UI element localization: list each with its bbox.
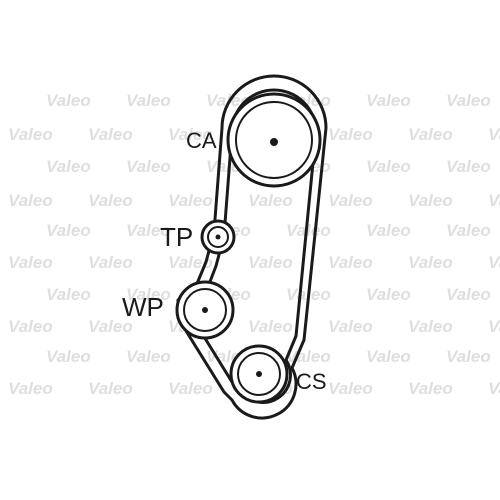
watermark-text: Valeo [408,253,453,272]
watermark-text: Valeo [126,91,171,110]
watermark-text: Valeo [446,91,491,110]
watermark-text: Valeo [488,379,500,398]
pulley-tp-inner-ring [207,226,229,248]
watermark-text: Valeo [88,191,133,210]
watermark-text: Valeo [488,317,500,336]
label-ca: CA [186,128,217,153]
belt-outer-outline [176,74,328,420]
watermark-text: Valeo [168,253,213,272]
watermark-text: Valeo [126,221,171,240]
label-wp: WP [122,292,164,322]
watermark-text: Valeo [8,379,53,398]
watermark-text: Valeo [8,253,53,272]
watermark-text: Valeo [88,379,133,398]
pulley-tp-center-dot [215,234,221,240]
watermark-text: Valeo [446,285,491,304]
pulley-cs [229,344,289,404]
watermark-text: Valeo [8,317,53,336]
watermark-text: Valeo [328,317,373,336]
watermark-text: Valeo [488,125,500,144]
watermark-text: Valeo [168,125,213,144]
pulley-wp-inner-ring [183,288,227,332]
watermark-text: Valeo [46,91,91,110]
watermark-text: Valeo [328,253,373,272]
watermark-text: Valeo [328,379,373,398]
pulley-wp-center-dot [202,307,208,313]
watermark-text: Valeo [46,157,91,176]
watermark-text: Valeo [366,221,411,240]
watermark-text: Valeo [126,347,171,366]
label-cs: CS [296,369,327,394]
watermark-text: Valeo [168,379,213,398]
watermark-text: Valeo [248,253,293,272]
watermark-text: Valeo [328,125,373,144]
watermark-text: Valeo [366,157,411,176]
watermark-text: Valeo [446,157,491,176]
watermark-text: Valeo [408,379,453,398]
watermark-text: Valeo [248,317,293,336]
watermark-text: Valeo [88,317,133,336]
watermark-text: Valeo [366,285,411,304]
watermark-text: Valeo [408,317,453,336]
pulley-cs-center-dot [256,371,262,377]
pulley-ca [226,92,322,188]
watermark-text: Valeo [46,285,91,304]
watermark-text: Valeo [408,191,453,210]
watermark-text: Valeo [46,347,91,366]
label-tp: TP [160,222,193,252]
watermark-text: Valeo [8,125,53,144]
watermark-text: Valeo [366,347,411,366]
watermark-text: Valeo [408,125,453,144]
pulley-ca-inner-ring [235,101,313,179]
watermark-text: Valeo [88,253,133,272]
watermark-text: Valeo [88,125,133,144]
pulley-ca-center-dot [270,138,278,146]
watermark-text: Valeo [168,191,213,210]
watermark-text: Valeo [46,221,91,240]
watermark-text: Valeo [248,191,293,210]
watermark-text: Valeo [126,157,171,176]
pulley-cs-inner-ring [237,352,281,396]
watermark-text: Valeo [286,221,331,240]
watermark-text: Valeo [286,347,331,366]
watermark-text: Valeo [8,191,53,210]
watermark-text: Valeo [446,347,491,366]
watermark-text: Valeo [446,221,491,240]
watermark-text: Valeo [126,285,171,304]
watermark-text: Valeo [488,191,500,210]
watermark-text: Valeo [488,253,500,272]
watermark-text: Valeo [366,91,411,110]
pulley-wp [175,280,235,340]
watermark-text: Valeo [328,191,373,210]
pulley-tp [200,219,236,255]
